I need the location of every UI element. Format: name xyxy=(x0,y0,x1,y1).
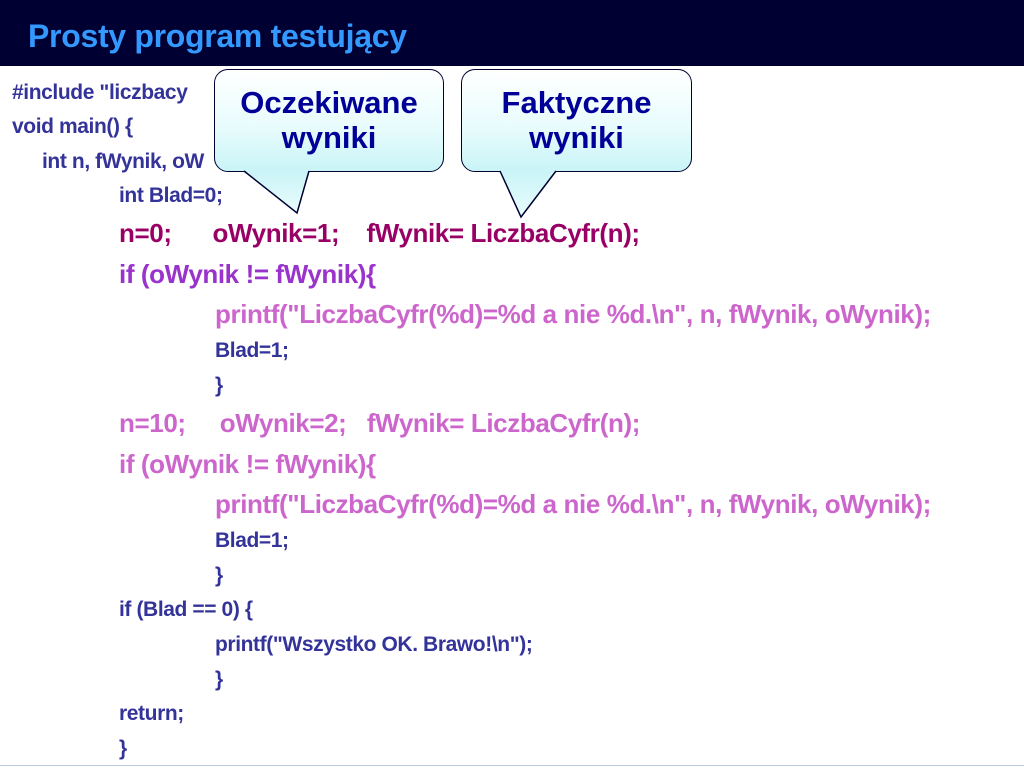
code-line-if-close: } xyxy=(215,668,223,691)
callout-expected-tail xyxy=(244,170,309,213)
title-bar xyxy=(0,0,1024,66)
code-line-test2-if: if (oWynik != fWynik){ xyxy=(119,449,376,479)
code-line-test1-close: } xyxy=(215,374,223,397)
code-line-test2-close: } xyxy=(215,564,223,587)
callout-actual-results: Faktyczne wyniki xyxy=(461,69,692,172)
callout-expected-line2: wyniki xyxy=(281,119,377,155)
code-line-main-close: } xyxy=(119,737,127,760)
callout-actual-line1: Faktyczne xyxy=(501,85,652,120)
code-line-test1-if: if (oWynik != fWynik){ xyxy=(119,259,376,289)
callout-actual-tail xyxy=(500,170,556,217)
code-line-test1-printf: printf("LiczbaCyfr(%d)=%d a nie %d.\n", … xyxy=(215,299,931,329)
code-line-return: return; xyxy=(119,702,184,725)
code-line-test2-printf: printf("LiczbaCyfr(%d)=%d a nie %d.\n", … xyxy=(215,489,931,519)
code-line-main: void main() { xyxy=(12,115,133,138)
code-line-printf-ok: printf("Wszystko OK. Brawo!\n"); xyxy=(215,633,533,656)
code-line-blad-init: int Blad=0; xyxy=(119,184,223,207)
code-line-test2-assign: n=10; oWynik=2; fWynik= LiczbaCyfr(n); xyxy=(119,408,641,438)
code-line-if-blad: if (Blad == 0) { xyxy=(119,598,253,621)
code-line-include: #include "liczbacy xyxy=(12,81,188,104)
code-line-test1-assign: n=0; oWynik=1; fWynik= LiczbaCyfr(n); xyxy=(119,218,640,248)
callout-expected-line1: Oczekiwane xyxy=(240,85,418,120)
code-line-test2-blad: Blad=1; xyxy=(215,529,289,552)
slide-title: Prosty program testujący xyxy=(28,18,407,54)
bottom-divider xyxy=(0,765,1024,766)
code-line-declarations: int n, fWynik, oW xyxy=(42,150,204,173)
code-line-test1-blad: Blad=1; xyxy=(215,339,289,362)
callout-actual-line2: wyniki xyxy=(529,119,624,155)
callout-expected-results: Oczekiwane wyniki xyxy=(214,69,444,172)
